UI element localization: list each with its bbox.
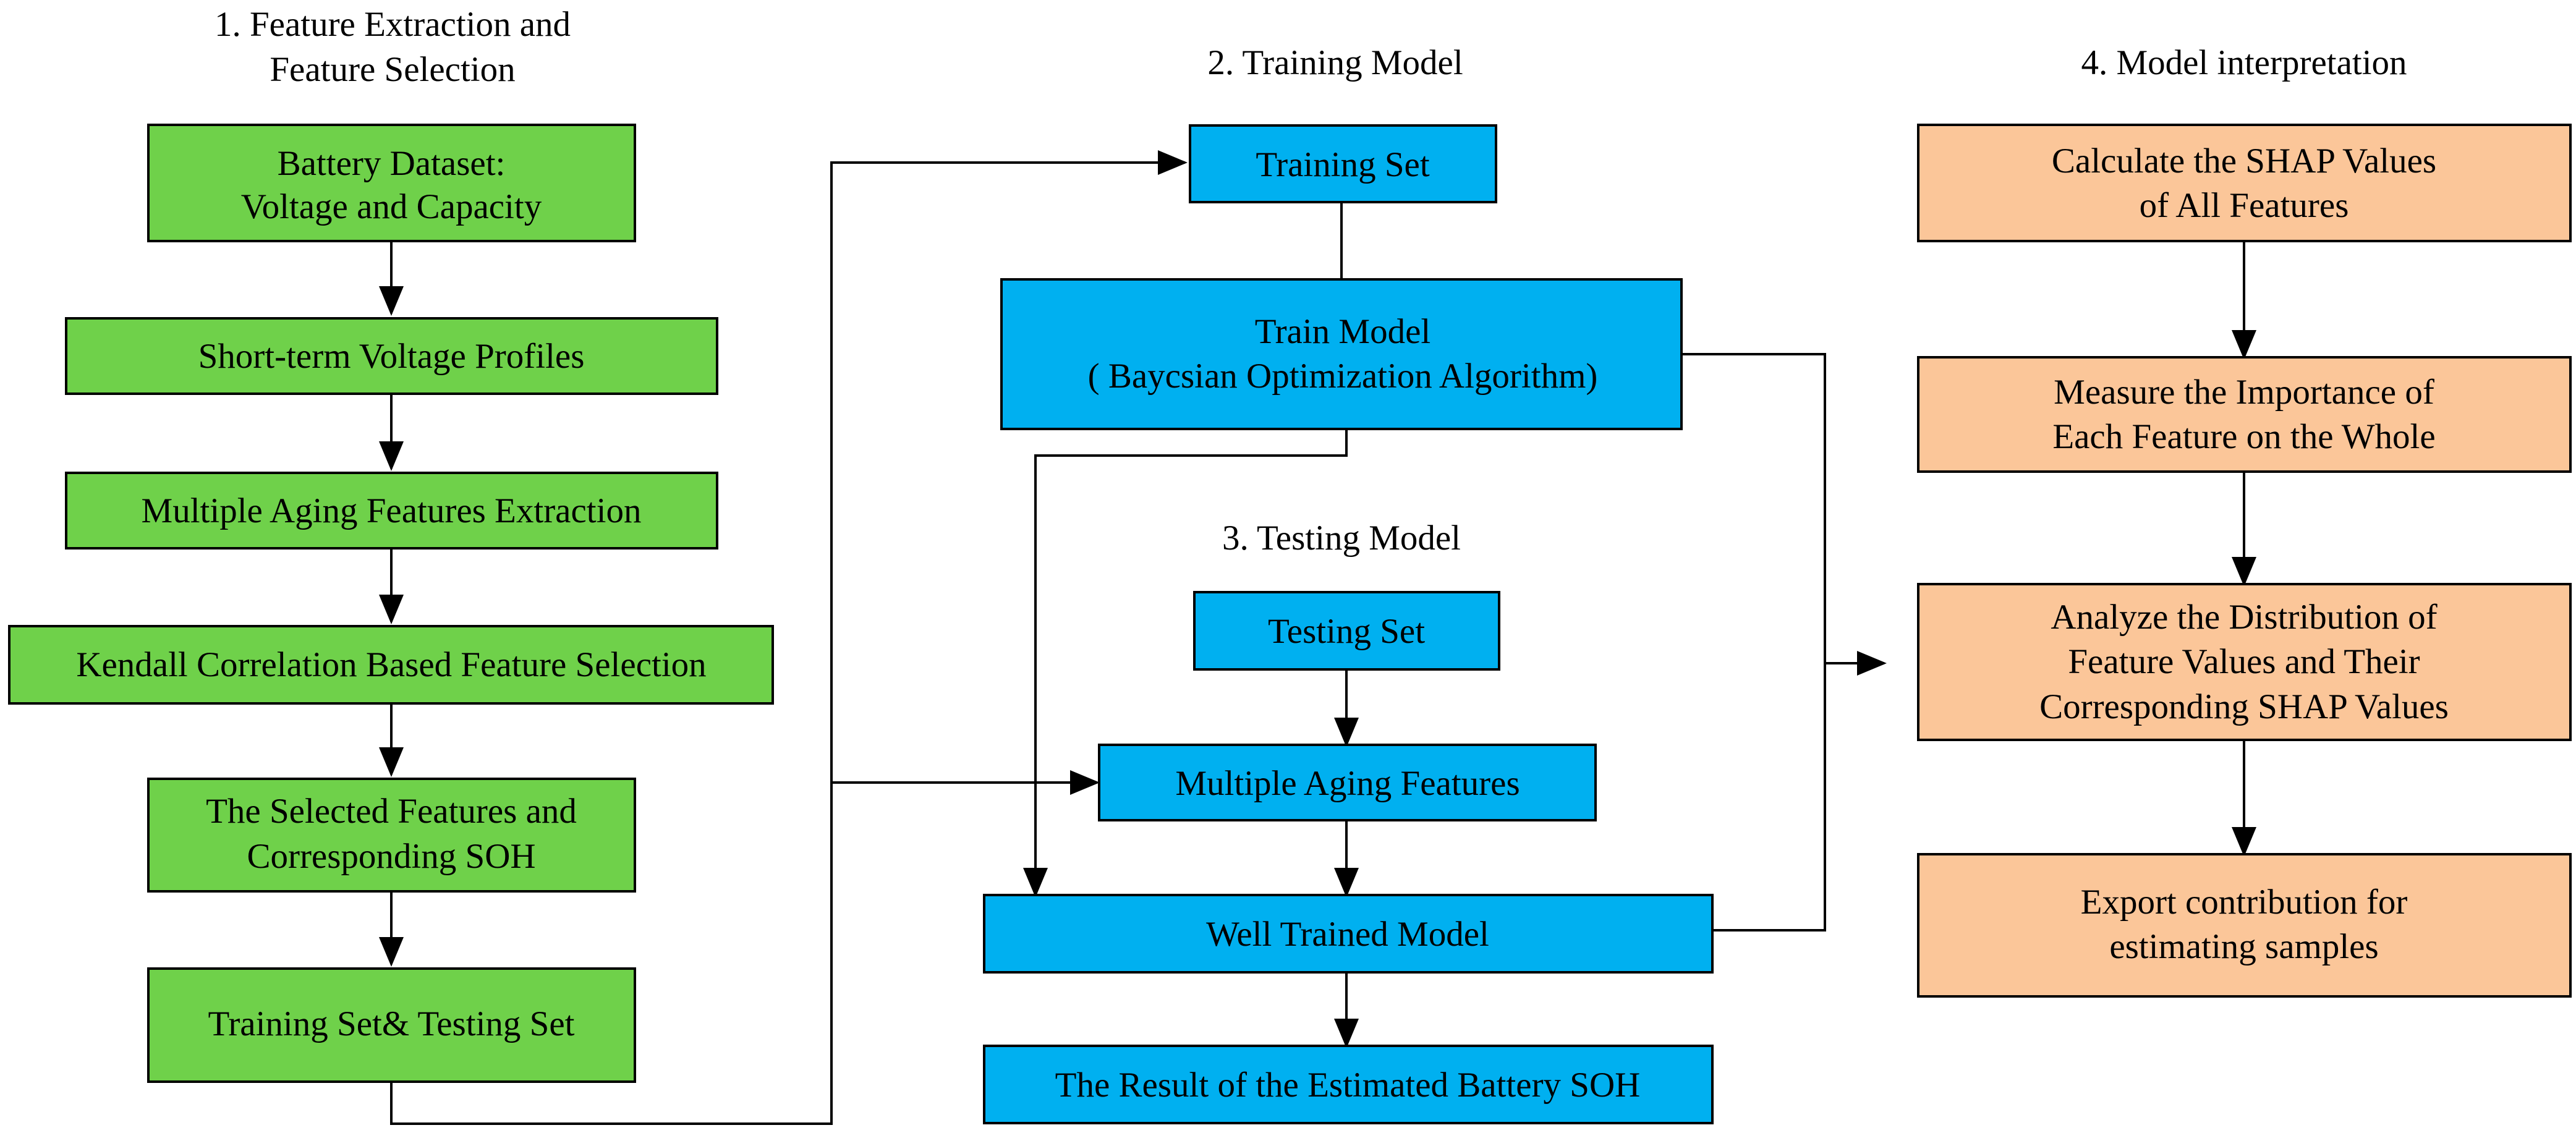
box-measure-importance: Measure the Importance of Each Feature o… (1917, 356, 2572, 473)
box-calculate-shap-line1: Calculate the SHAP Values (2052, 142, 2436, 180)
box-well-trained-model: Well Trained Model (983, 894, 1714, 974)
box-kendall-selection: Kendall Correlation Based Feature Select… (8, 625, 774, 705)
box-training-set-label: Training Set (1256, 145, 1430, 184)
box-selected-features-line2: Corresponding SOH (247, 837, 535, 876)
arrow-split-to-training-set (390, 150, 1188, 1125)
box-export-contribution: Export contribution for estimating sampl… (1917, 853, 2572, 998)
box-multiple-aging-features-label: Multiple Aging Features (1175, 764, 1520, 803)
box-battery-dataset: Battery Dataset: Voltage and Capacity (147, 124, 636, 242)
box-export-contribution-line2: estimating samples (2109, 927, 2378, 966)
section-1-title-line2: Feature Selection (270, 50, 515, 89)
box-well-trained-model-label: Well Trained Model (1206, 915, 1489, 954)
box-train-model-line2: ( Baycsian Optimization Algorithm) (1088, 357, 1598, 396)
box-analyze-distribution-line3: Corresponding SHAP Values (2039, 687, 2449, 726)
section-4-title: 4. Model interpretation (2081, 43, 2407, 82)
box-aging-features-extraction: Multiple Aging Features Extraction (65, 472, 718, 550)
box-testing-set-label: Testing Set (1268, 612, 1425, 651)
box-battery-dataset-line1: Battery Dataset: (278, 144, 506, 183)
box-training-set: Training Set (1189, 124, 1497, 203)
line-bracket-to-interpretation (1681, 353, 1826, 931)
box-estimated-soh-result-label: The Result of the Estimated Battery SOH (1055, 1066, 1641, 1105)
section-2-title: 2. Training Model (1207, 43, 1463, 82)
section-3-title: 3. Testing Model (1222, 519, 1461, 558)
box-calculate-shap-line2: of All Features (2140, 186, 2349, 225)
box-calculate-shap: Calculate the SHAP Values of All Feature… (1917, 124, 2572, 242)
box-multiple-aging-features: Multiple Aging Features (1098, 744, 1597, 821)
box-analyze-distribution: Analyze the Distribution of Feature Valu… (1917, 583, 2572, 741)
box-train-model: Train Model ( Baycsian Optimization Algo… (1000, 278, 1683, 430)
section-1-title-line1: 1. Feature Extraction and (215, 5, 571, 44)
box-aging-features-extraction-label: Multiple Aging Features Extraction (142, 491, 642, 530)
arrow-train-model-to-well-trained (1023, 429, 1348, 897)
box-testing-set: Testing Set (1193, 591, 1500, 671)
box-training-testing-split-label: Training Set& Testing Set (208, 1004, 575, 1043)
box-analyze-distribution-line2: Feature Values and Their (2068, 642, 2420, 681)
box-measure-importance-line2: Each Feature on the Whole (2052, 417, 2435, 456)
box-estimated-soh-result: The Result of the Estimated Battery SOH (983, 1045, 1714, 1124)
box-kendall-selection-label: Kendall Correlation Based Feature Select… (76, 645, 706, 684)
box-voltage-profiles: Short-term Voltage Profiles (65, 317, 718, 395)
box-export-contribution-line1: Export contribution for (2081, 883, 2408, 922)
box-selected-features: The Selected Features and Corresponding … (147, 778, 636, 893)
box-measure-importance-line1: Measure the Importance of (2054, 373, 2434, 412)
box-train-model-line1: Train Model (1255, 312, 1431, 351)
box-training-testing-split: Training Set& Testing Set (147, 967, 636, 1083)
box-voltage-profiles-label: Short-term Voltage Profiles (198, 337, 585, 376)
box-analyze-distribution-line1: Analyze the Distribution of (2051, 598, 2437, 637)
box-battery-dataset-line2: Voltage and Capacity (241, 187, 542, 226)
connectors (379, 150, 2256, 1125)
box-selected-features-line1: The Selected Features and (206, 792, 577, 831)
